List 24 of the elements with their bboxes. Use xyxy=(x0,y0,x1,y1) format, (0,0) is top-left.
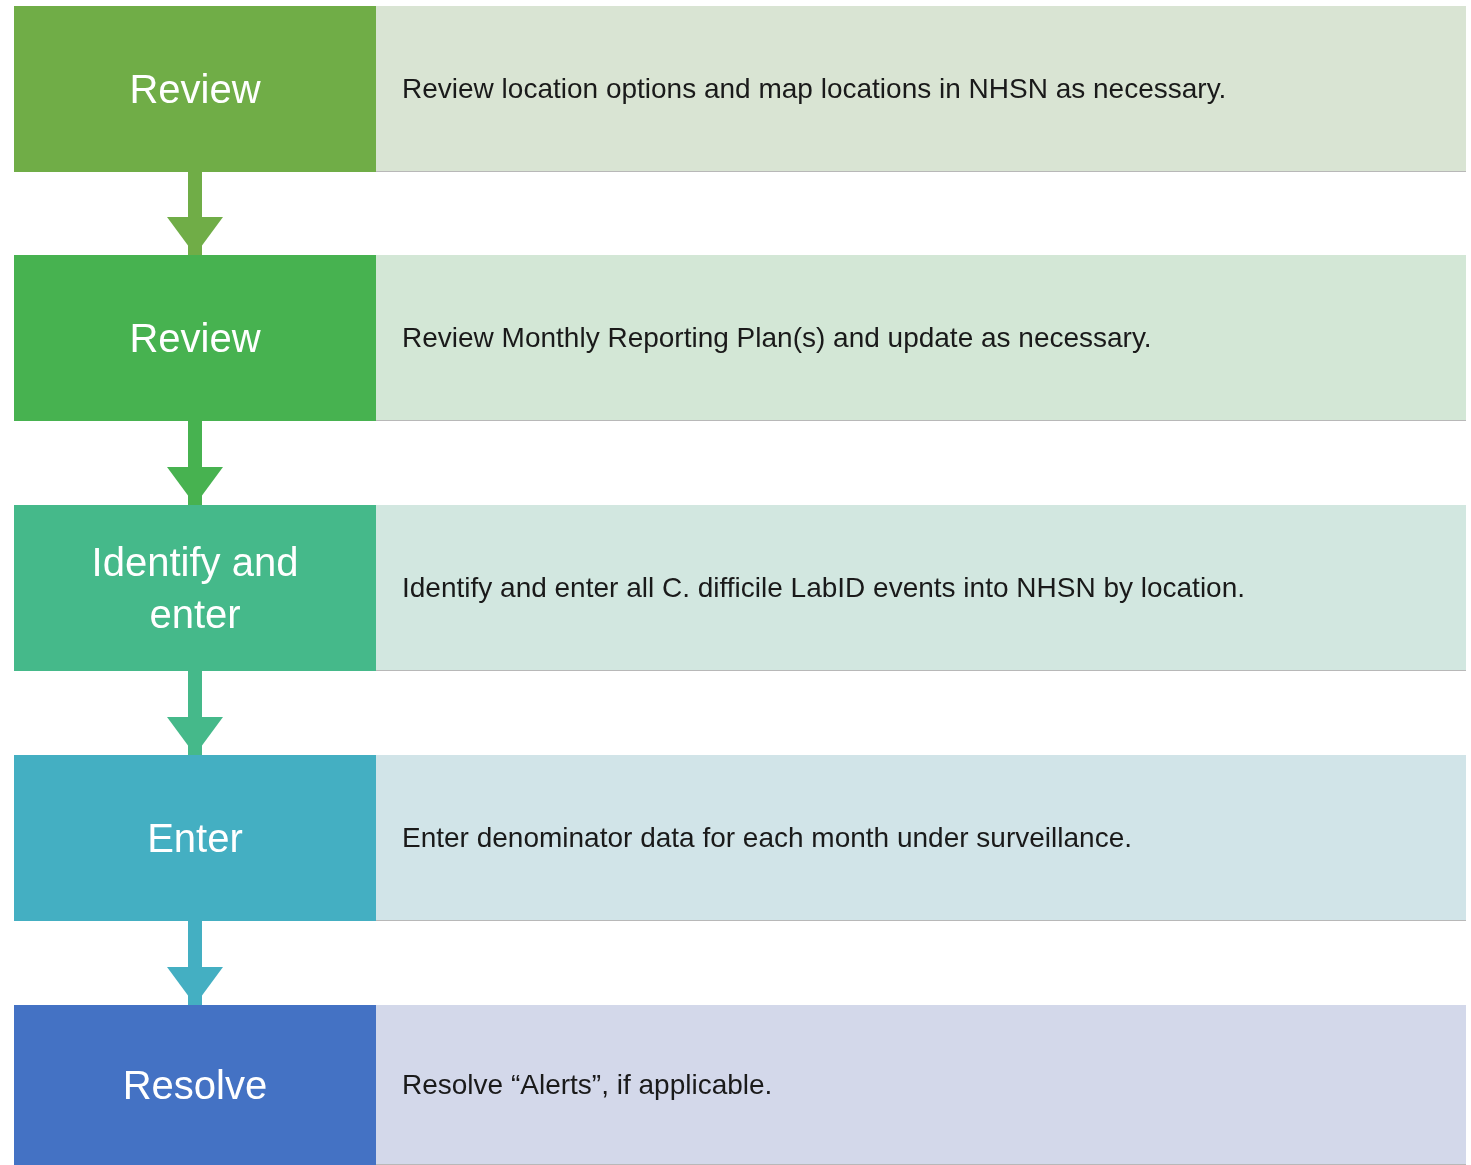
flow-arrow xyxy=(167,172,223,255)
step-box xyxy=(14,6,376,172)
flow-arrow xyxy=(167,921,223,1005)
step-description: Review location options and map locations in NHSN as necessary. xyxy=(402,72,1227,105)
step-description: Enter denominator data for each month under surveillance. xyxy=(402,821,1132,854)
description-panel xyxy=(376,755,1466,921)
step-label: Identify and enter xyxy=(90,539,300,638)
flow-arrow xyxy=(167,421,223,505)
step-box xyxy=(14,255,376,421)
step-description: Review Monthly Reporting Plan(s) and update as necessary. xyxy=(402,321,1152,354)
flow-arrow xyxy=(167,671,223,755)
step-box xyxy=(14,505,376,671)
step-box xyxy=(14,1005,376,1165)
description-panel xyxy=(376,255,1466,421)
step-label: Enter xyxy=(147,815,243,862)
step-label: Review xyxy=(129,66,261,113)
description-panel xyxy=(376,6,1466,172)
step-description: Identify and enter all C. difficile LabID events into NHSN by location. xyxy=(402,571,1246,604)
step-label: Resolve xyxy=(122,1062,268,1109)
description-panel xyxy=(376,1005,1466,1165)
step-box xyxy=(14,755,376,921)
step-label: Review xyxy=(129,315,261,362)
description-panel xyxy=(376,505,1466,671)
step-description: Resolve “Alerts”, if applicable. xyxy=(402,1068,773,1101)
